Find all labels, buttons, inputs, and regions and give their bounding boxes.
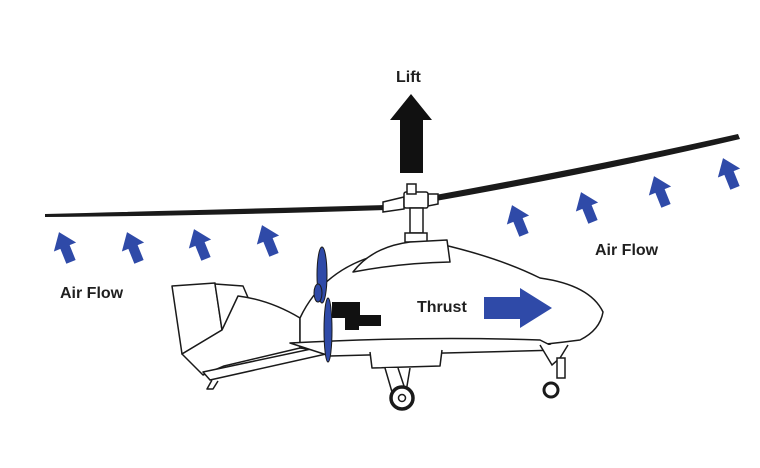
air-flow-label-right: Air Flow: [595, 242, 659, 259]
air-flow-label-left: Air Flow: [60, 285, 124, 302]
air-flow-arrow: [256, 225, 280, 257]
engine-block: [332, 302, 381, 330]
rotor-blade-right: [430, 134, 740, 202]
air-flow-arrow: [121, 232, 145, 264]
landing-gear: [389, 344, 569, 411]
air-flow-arrow: [717, 158, 741, 190]
air-flow-arrow: [188, 229, 212, 261]
air-flow-arrows-right: [506, 158, 741, 237]
rotor-blade-left: [45, 205, 385, 217]
air-flow-arrow: [575, 192, 599, 224]
propeller: [313, 246, 333, 363]
thrust-arrow: [484, 288, 552, 328]
thrust-label: Thrust: [417, 299, 467, 316]
lift-arrow: [390, 94, 432, 173]
rotor-hub: [382, 183, 439, 243]
air-flow-arrow: [53, 232, 77, 264]
lift-label: Lift: [396, 69, 422, 86]
tail: [171, 282, 336, 390]
air-flow-arrows-left: [53, 225, 280, 264]
air-flow-arrow: [648, 176, 672, 208]
air-flow-arrow: [506, 205, 530, 237]
